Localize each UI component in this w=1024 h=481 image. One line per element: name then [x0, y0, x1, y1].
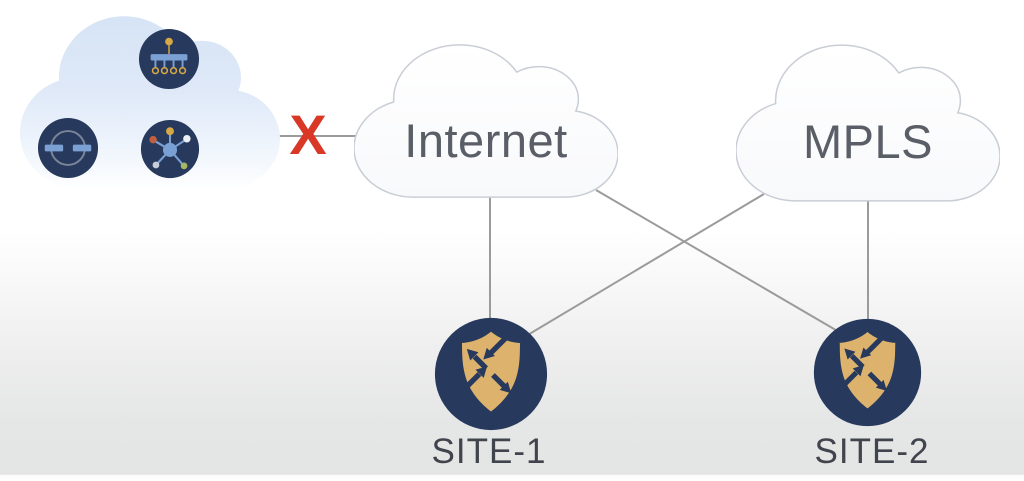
- site2-shield-router-icon: [813, 318, 922, 427]
- cloud-shape: [736, 34, 1000, 212]
- broken-link-marker: X: [289, 103, 327, 166]
- internet-label: Internet: [404, 114, 568, 167]
- management-icon: [138, 28, 200, 90]
- cloud-shape: [354, 34, 618, 208]
- internet-cloud: Internet: [354, 34, 618, 208]
- controllers-cloud: [20, 4, 280, 200]
- link-mpls-site1: [525, 193, 765, 337]
- controller-icon: [140, 119, 200, 179]
- mpls-label: MPLS: [803, 115, 933, 168]
- orchestrator-icon: [37, 117, 99, 179]
- link-internet-site2: [595, 189, 847, 337]
- site1-shield-router-icon: [434, 317, 548, 431]
- mpls-cloud: MPLS: [736, 34, 1000, 212]
- site2-label: SITE-2: [814, 432, 930, 471]
- site1-label: SITE-1: [431, 432, 547, 471]
